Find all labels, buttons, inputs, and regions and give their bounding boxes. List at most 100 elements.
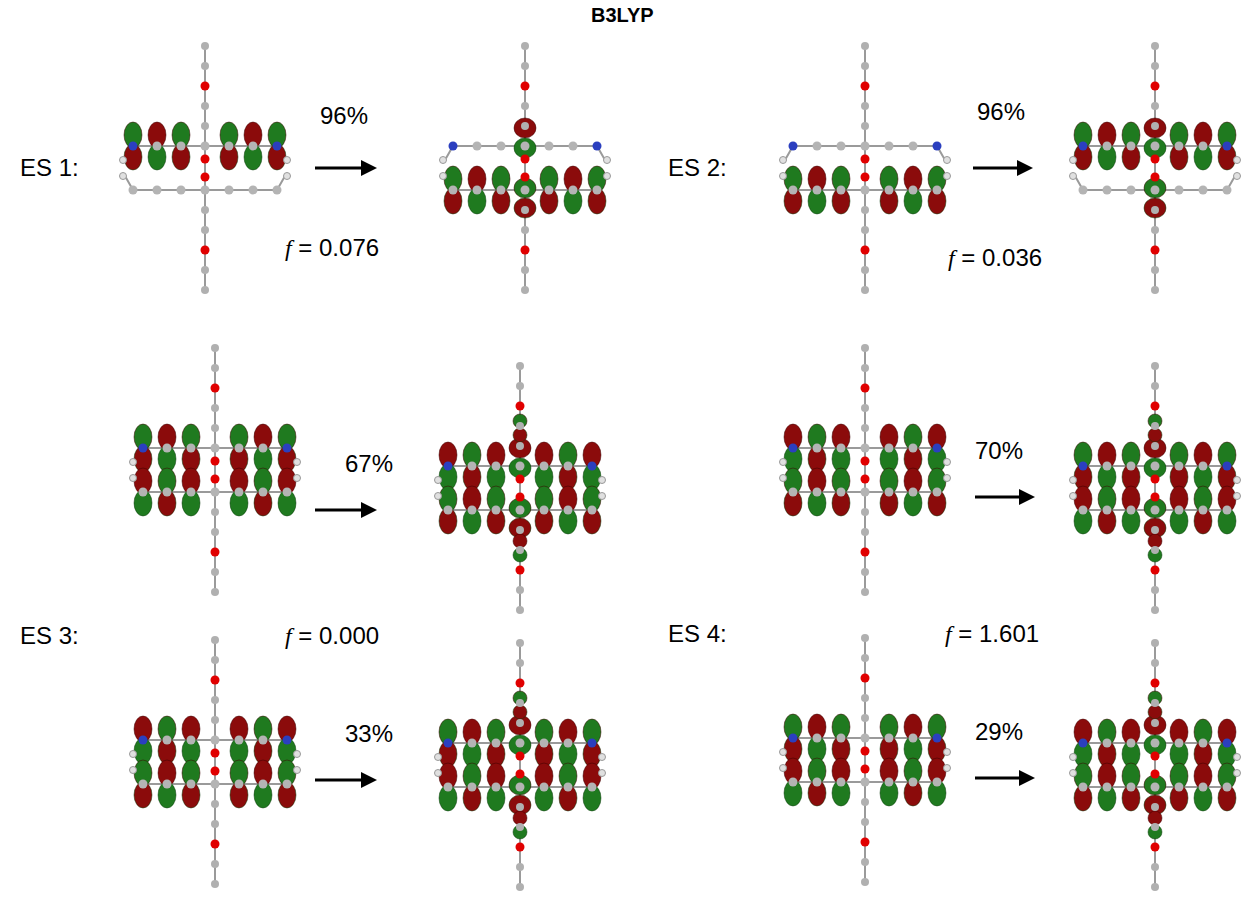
atom [211,404,219,412]
atom [440,173,447,180]
atom [521,142,530,151]
atom [1151,246,1160,255]
transition-arrow [315,772,377,788]
atom [540,462,549,471]
atom [1151,206,1159,214]
atom [211,840,220,849]
atom [120,157,127,164]
atom [187,488,196,497]
atom [235,488,244,497]
atom [1175,462,1184,471]
atom [435,477,442,484]
arrow-line [975,777,1023,780]
atom [1151,566,1160,575]
atom [211,364,219,372]
atom [789,488,798,497]
atom [1127,462,1136,471]
atom [497,186,506,195]
atom [249,142,258,151]
atom [130,475,137,482]
molecule [780,42,951,294]
atom [139,736,148,745]
atom [1151,843,1160,852]
atom [521,122,529,130]
orbital-lobe [513,534,527,548]
atom [540,506,549,515]
atom [211,716,219,724]
atom [492,739,501,748]
atom [1151,122,1159,130]
atom [593,186,602,195]
atom [468,739,477,748]
orbital-lobe [513,428,527,442]
atom [813,734,822,743]
atom [521,246,530,255]
atom [837,186,846,195]
atom [201,155,210,164]
atom [1234,770,1241,777]
state-label: ES 4: [668,620,727,648]
orbital-lobe [1148,811,1162,825]
atom [1070,770,1077,777]
atom [861,734,870,743]
atom [259,444,268,453]
atom [588,462,597,471]
atom [283,780,292,789]
atom [449,186,458,195]
atom [521,266,529,274]
atom [1127,142,1136,151]
atom [211,656,219,664]
atom [569,186,578,195]
arrow-line [315,509,365,512]
atom [1151,739,1160,748]
transition-arrow [315,160,377,176]
atom [444,739,453,748]
atom [1151,42,1159,50]
atom [861,142,870,151]
atom [861,654,869,662]
atom [1175,506,1184,515]
atom [129,142,138,151]
atom [545,186,554,195]
atom [1151,155,1160,164]
atom [129,186,138,195]
atom [1151,803,1159,811]
atom [187,444,196,453]
atom [588,739,597,748]
atom [201,206,209,214]
atom [211,548,220,557]
atom [283,488,292,497]
atom [1199,506,1208,515]
atom [225,186,234,195]
atom [885,444,894,453]
atom [1234,477,1241,484]
atom [540,739,549,748]
atom [1079,462,1088,471]
atom [909,444,918,453]
atom [211,800,219,808]
atom [283,736,292,745]
weight-percent: 70% [975,437,1023,465]
state-label: ES 2: [668,154,727,182]
atom [1175,739,1184,748]
arrow-head [1017,160,1033,176]
arrow-head [1019,770,1035,786]
atom [516,382,524,390]
atom [1079,142,1088,151]
atom [1151,546,1159,554]
atom [1151,142,1160,151]
atom [120,173,127,180]
atom [163,736,172,745]
atom [1151,102,1159,110]
atom [564,783,573,792]
atom [521,286,529,294]
atom [211,344,219,352]
atom [813,142,822,151]
atom [516,843,525,852]
atom [885,488,894,497]
atom [933,142,942,151]
atom [211,767,220,776]
atom [284,173,291,180]
atom [861,42,869,50]
atom [139,444,148,453]
